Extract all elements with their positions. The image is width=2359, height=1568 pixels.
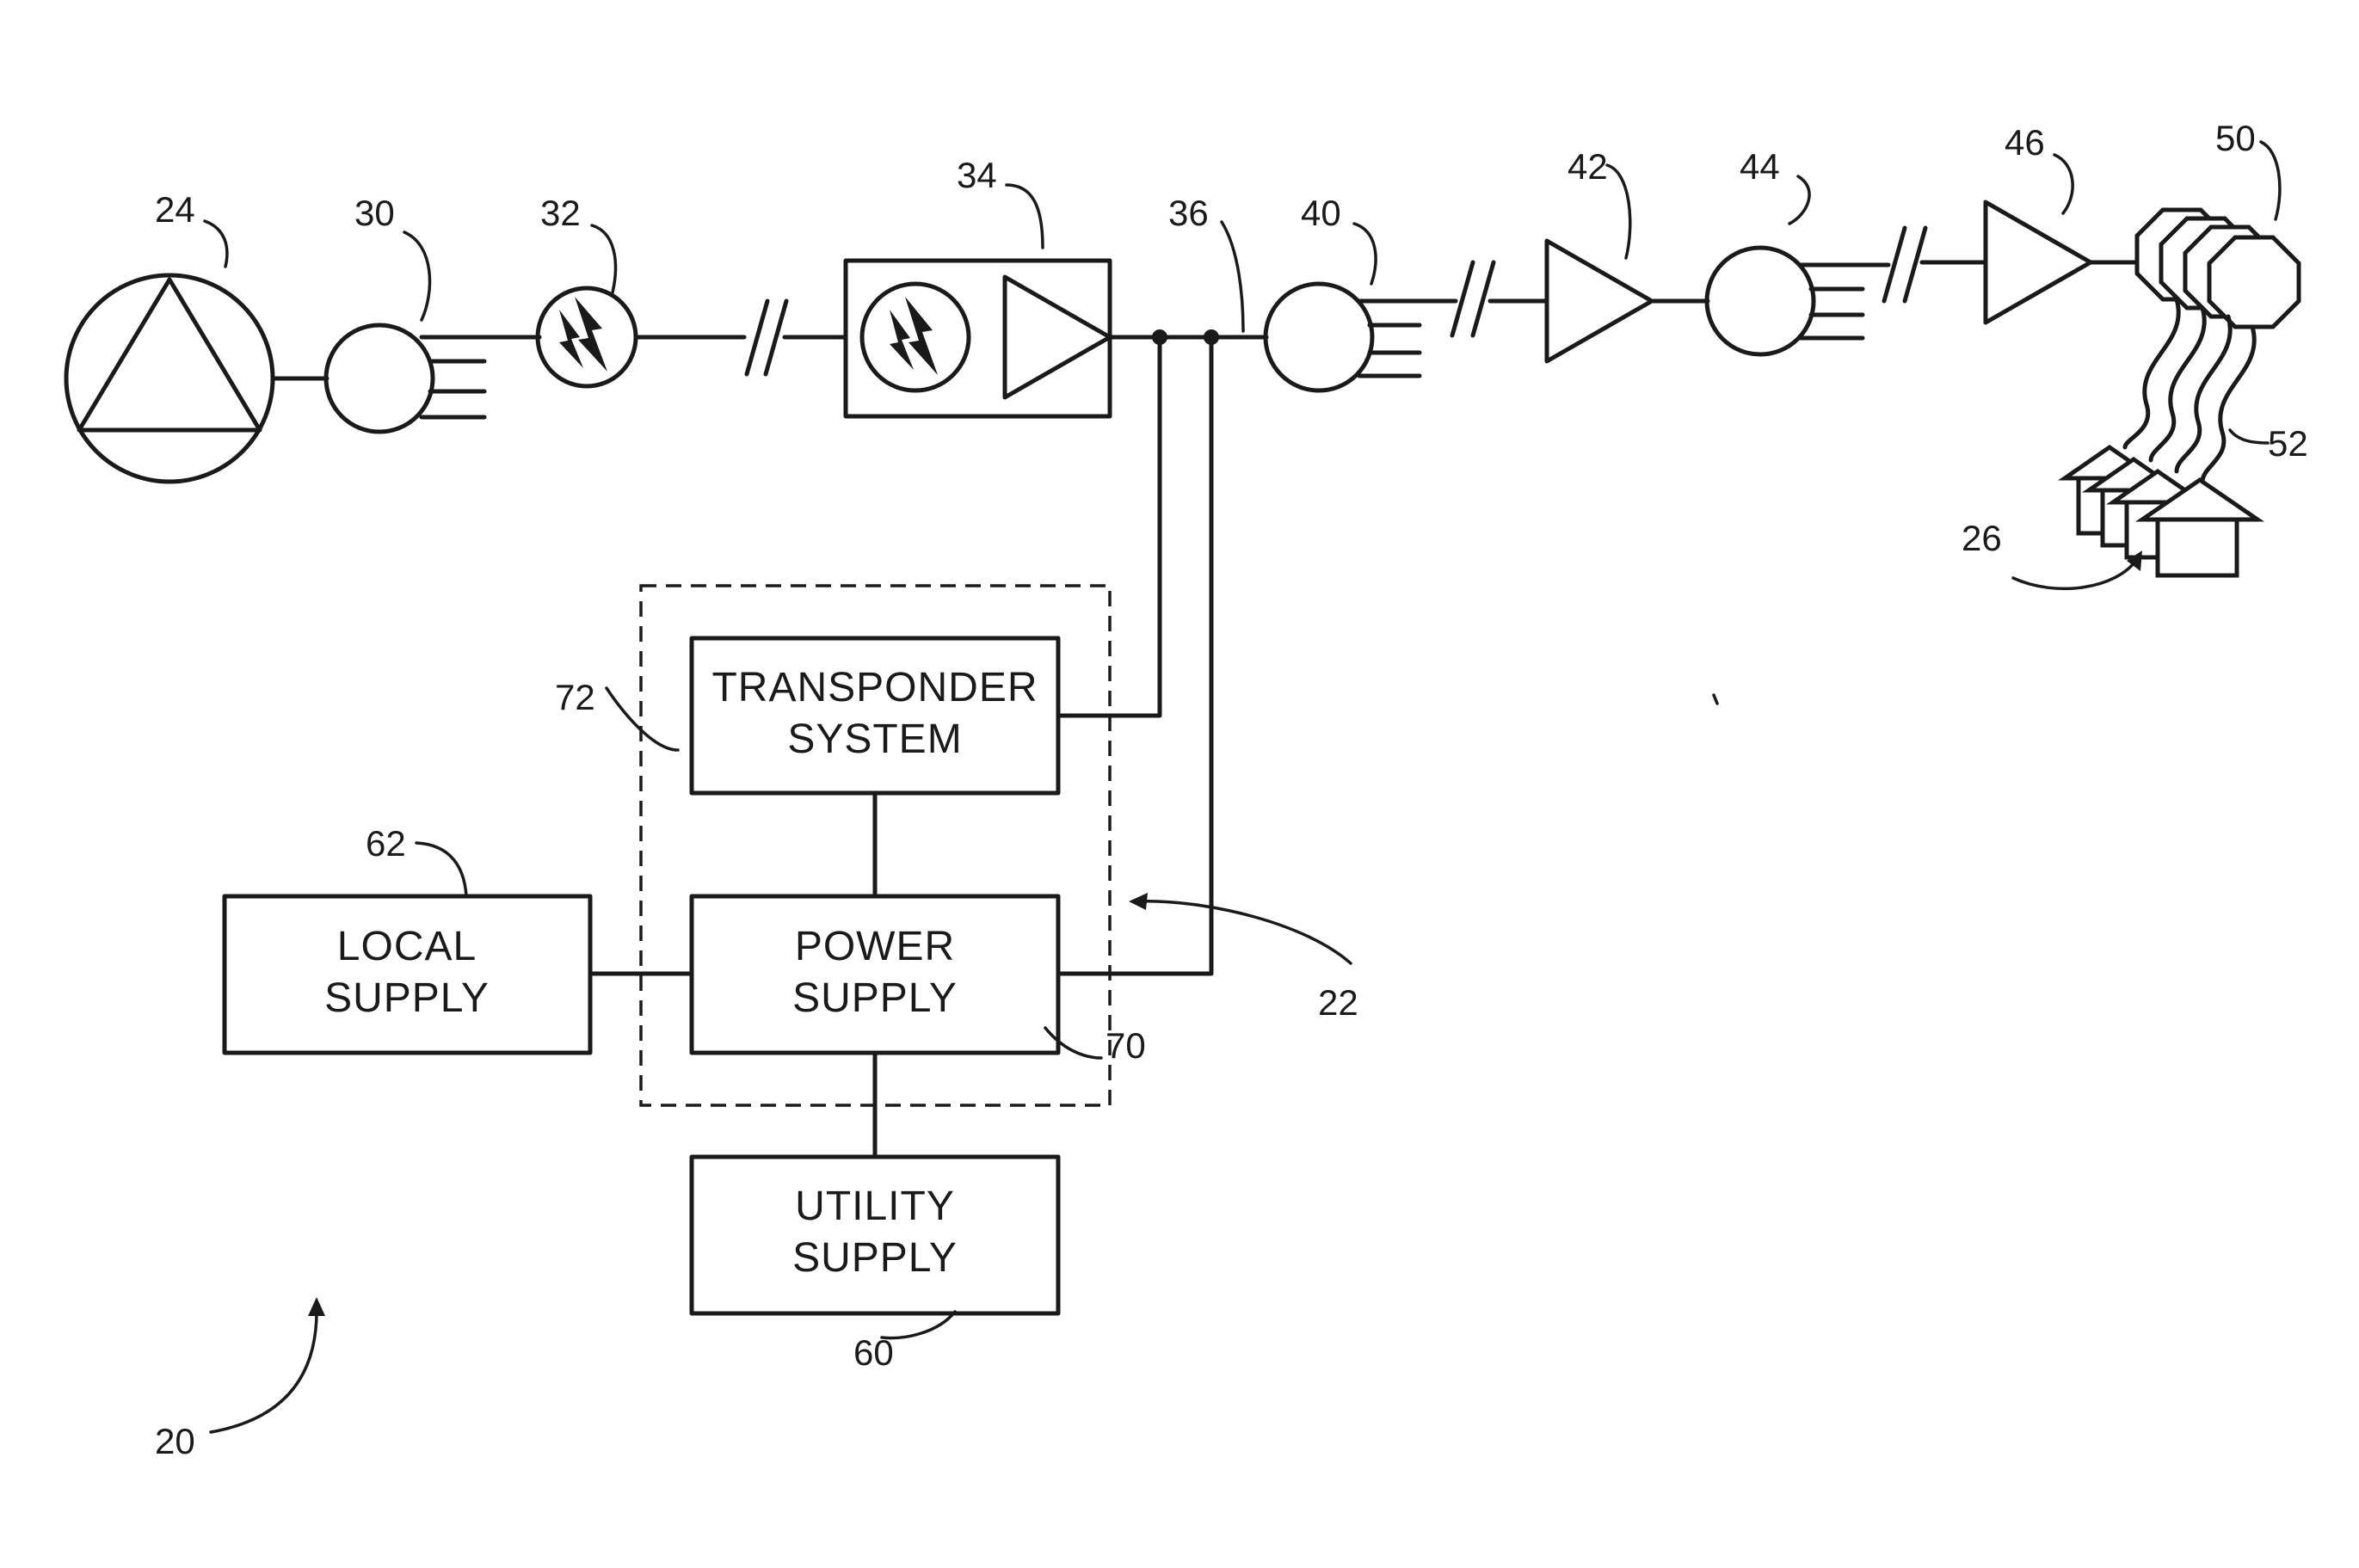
break-mark-1 <box>747 301 786 374</box>
ref-52: 52 <box>2268 423 2308 464</box>
local-supply-label-line1: LOCAL <box>337 924 477 969</box>
transponder-system-box: TRANSPONDER SYSTEM <box>692 638 1058 793</box>
transponder-label-line2: SYSTEM <box>787 716 962 762</box>
ref-22: 22 <box>1318 982 1358 1023</box>
node-40 <box>1266 284 1420 390</box>
optical-node-32 <box>538 288 636 386</box>
ref-32: 32 <box>540 193 581 233</box>
ref-26: 26 <box>1962 518 2002 558</box>
fiber-node-34 <box>846 261 1110 416</box>
utility-supply-box: UTILITY SUPPLY <box>692 1157 1058 1313</box>
amplifier-42 <box>1547 241 1652 361</box>
utility-supply-label-line2: SUPPLY <box>792 1235 958 1281</box>
ref-34: 34 <box>957 155 997 195</box>
ref-60: 60 <box>853 1332 894 1373</box>
homes-26 <box>2065 447 2257 575</box>
ref-30: 30 <box>354 193 395 233</box>
ref-20: 20 <box>155 1421 195 1461</box>
power-supply-label-line2: SUPPLY <box>792 975 958 1021</box>
ref-70: 70 <box>1106 1025 1146 1066</box>
ref-46: 46 <box>2005 122 2045 163</box>
break-mark-2 <box>1452 262 1494 335</box>
utility-supply-label-line1: UTILITY <box>795 1184 955 1229</box>
local-supply-label-line2: SUPPLY <box>324 975 490 1021</box>
local-supply-box: LOCAL SUPPLY <box>225 896 590 1053</box>
ref-40: 40 <box>1301 193 1341 233</box>
amplifier-46 <box>1986 202 2091 323</box>
headend-24 <box>66 275 273 482</box>
power-supply-label-line1: POWER <box>795 924 955 969</box>
ref-36: 36 <box>1168 193 1209 233</box>
ref-42: 42 <box>1568 146 1608 187</box>
node-44 <box>1707 248 1863 354</box>
power-supply-box: POWER SUPPLY <box>692 896 1058 1053</box>
taps-50 <box>2137 210 2299 327</box>
ref-72: 72 <box>555 677 595 717</box>
node-30 <box>326 325 484 432</box>
ref-44: 44 <box>1740 146 1780 187</box>
ref-62: 62 <box>366 823 406 864</box>
ref-24: 24 <box>155 189 195 230</box>
transponder-label-line1: TRANSPONDER <box>711 665 1038 710</box>
ref-50: 50 <box>2215 118 2256 158</box>
